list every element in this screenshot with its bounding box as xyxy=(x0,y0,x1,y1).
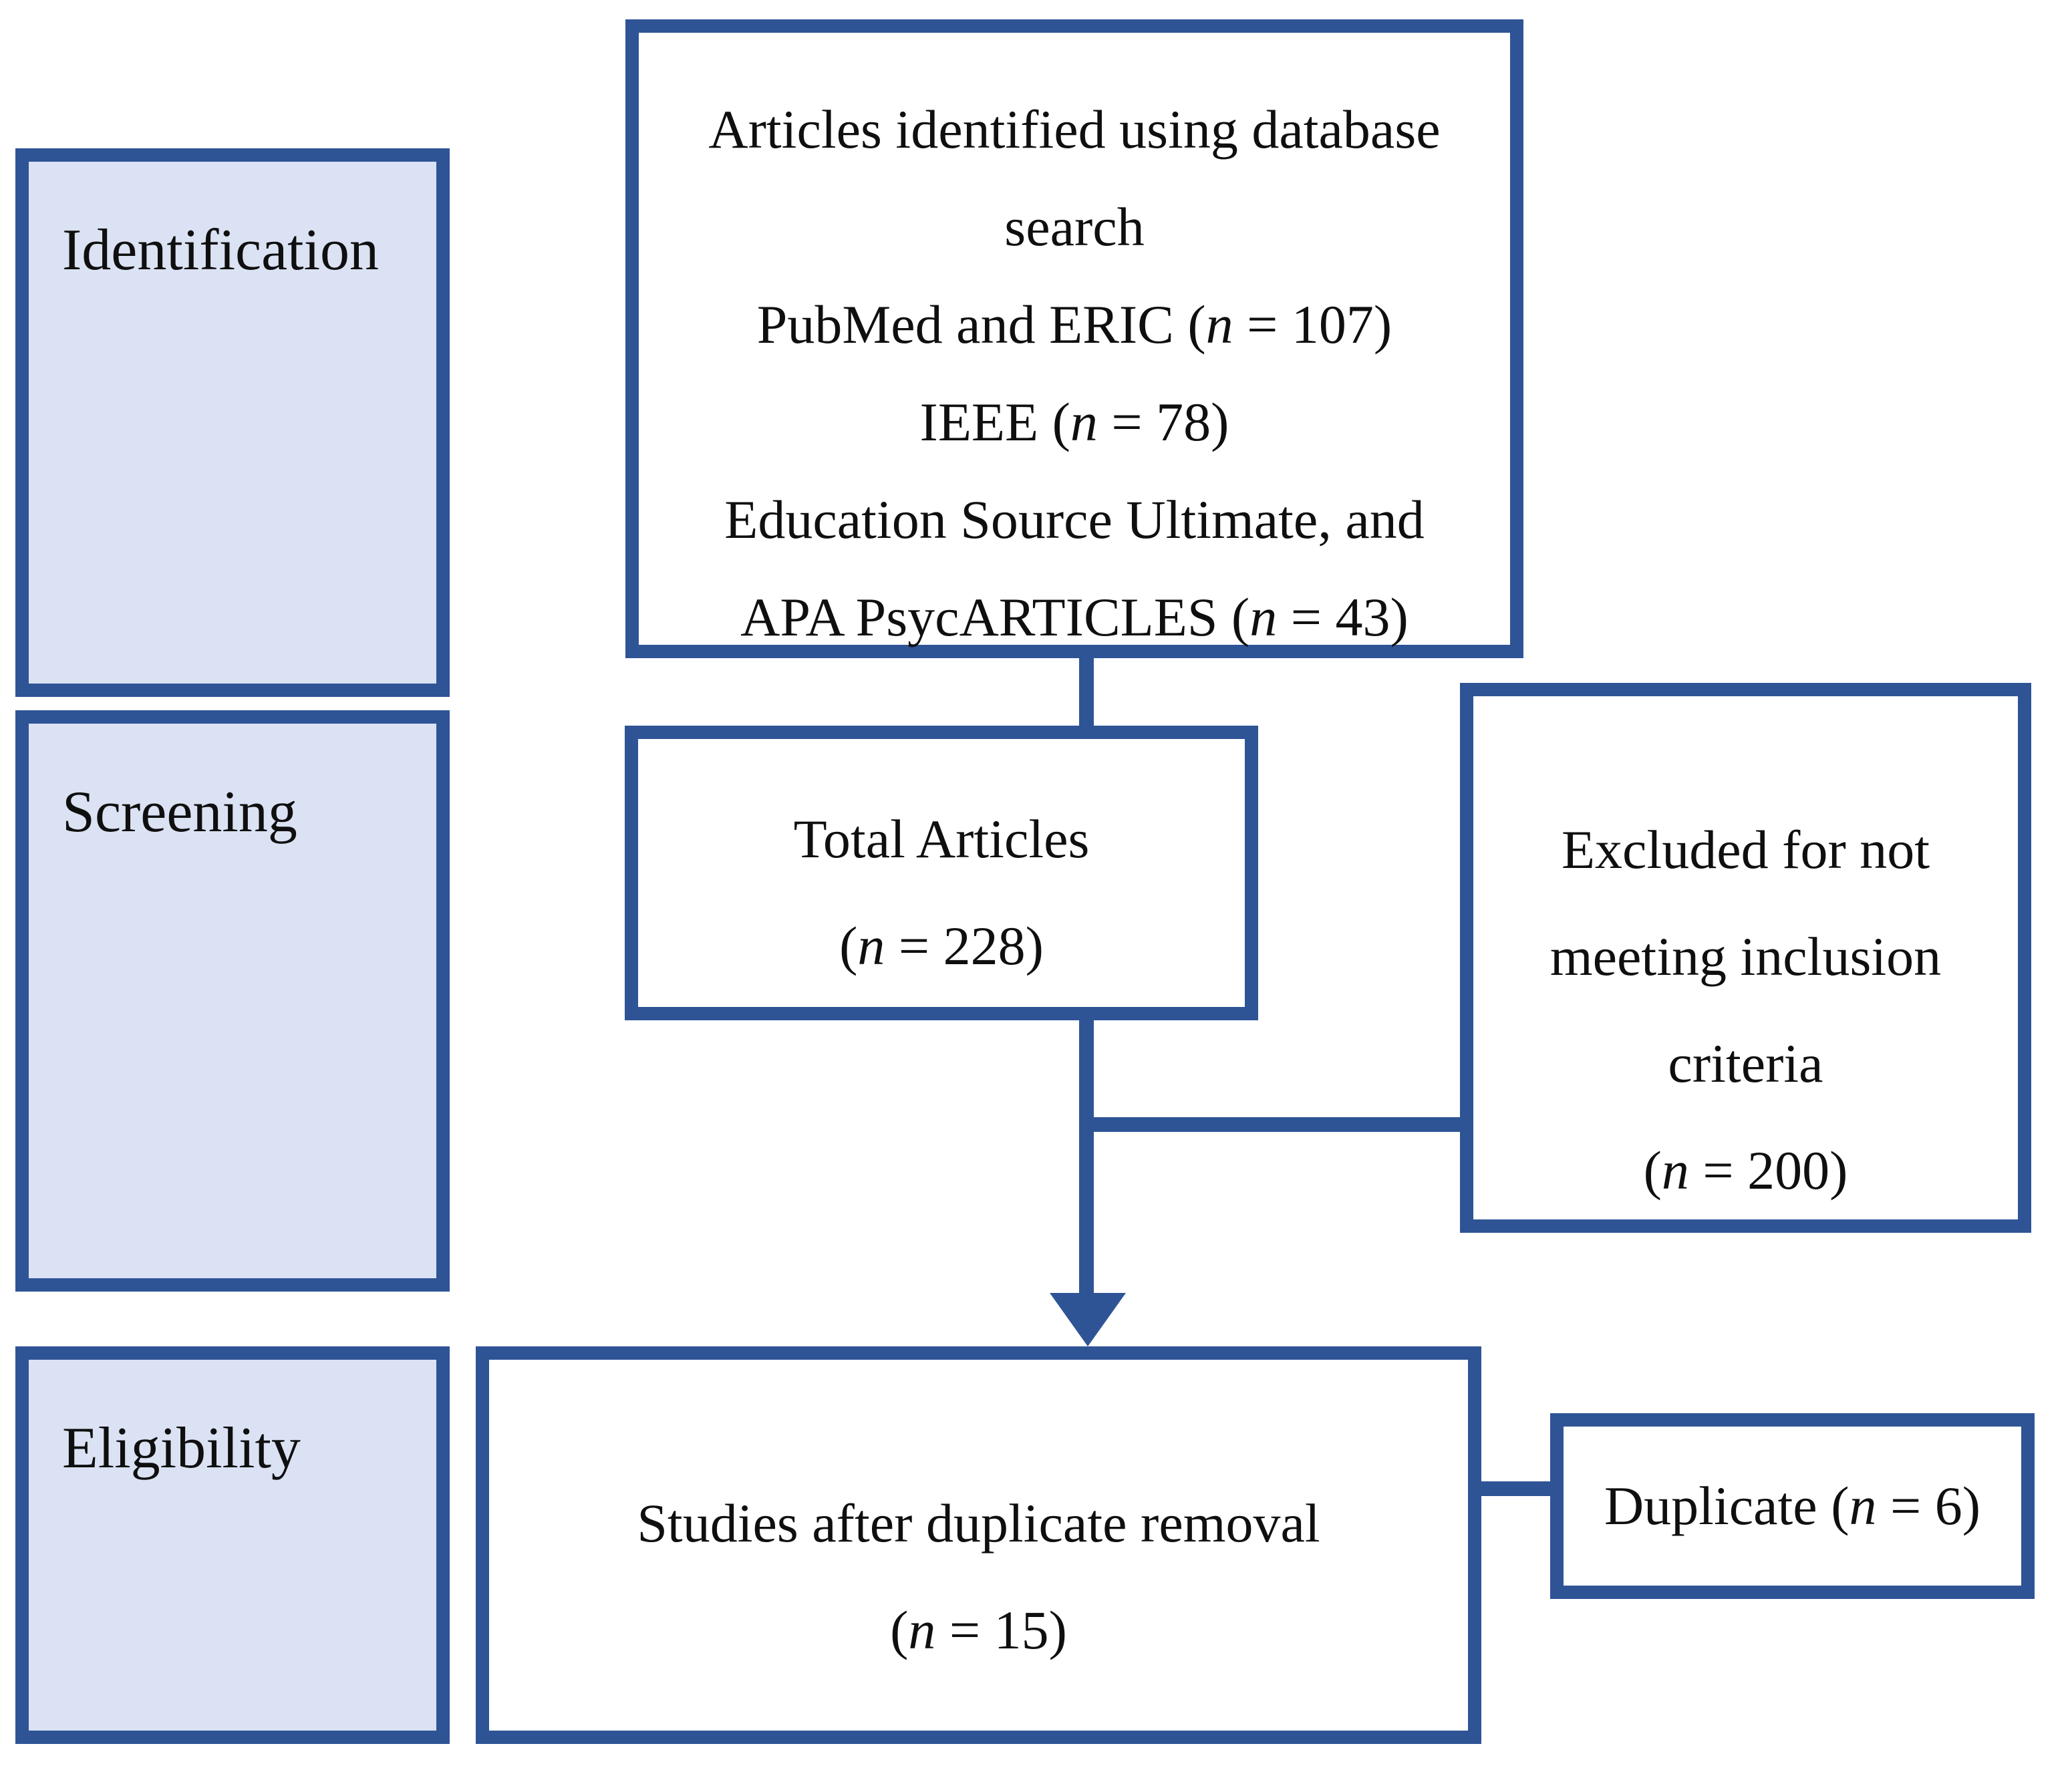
duplicate-line-1: Duplicate (n = 6) xyxy=(1604,1475,1981,1536)
excluded-line-4: (n = 200) xyxy=(1643,1140,1848,1201)
articles-identified-line-6: APA PsycARTICLES (n = 43) xyxy=(740,587,1409,647)
connector-studies-to-duplicate xyxy=(1477,1481,1554,1496)
total-articles-line-1: Total Articles xyxy=(793,808,1090,869)
total-articles-line-2: (n = 228) xyxy=(839,915,1044,976)
stage-box-identification: Identification xyxy=(15,148,450,697)
duplicate-box: Duplicate (n = 6) xyxy=(1550,1413,2035,1599)
articles-identified-line-4: IEEE (n = 78) xyxy=(919,392,1229,452)
stage-label-screening: Screening xyxy=(62,780,297,845)
studies-line-2: (n = 15) xyxy=(890,1600,1067,1660)
studies-line-1: Studies after duplicate removal xyxy=(637,1493,1320,1554)
articles-identified-line-2: search xyxy=(1004,196,1145,257)
excluded-line-2: meeting inclusion xyxy=(1549,926,1942,987)
excluded-line-3: criteria xyxy=(1668,1033,1823,1094)
excluded-box: Excluded for not meeting inclusion crite… xyxy=(1460,683,2031,1233)
articles-identified-line-5: Education Source Ultimate, and xyxy=(724,489,1425,550)
arrow-down-icon xyxy=(1050,1293,1126,1346)
stage-box-eligibility: Eligibility xyxy=(15,1346,450,1744)
connector-branch-to-excluded xyxy=(1086,1117,1464,1132)
stage-label-eligibility: Eligibility xyxy=(62,1416,301,1481)
total-articles-box: Total Articles (n = 228) xyxy=(625,726,1258,1020)
stage-label-identification: Identification xyxy=(62,218,380,283)
stage-box-screening: Screening xyxy=(15,710,450,1292)
articles-identified-box: Articles identified using database searc… xyxy=(625,19,1523,658)
articles-identified-line-3: PubMed and ERIC (n = 107) xyxy=(756,294,1392,355)
connector-topbox-to-total xyxy=(1079,658,1094,728)
articles-identified-line-1: Articles identified using database xyxy=(708,99,1441,160)
studies-after-duplicate-removal-box: Studies after duplicate removal (n = 15) xyxy=(476,1346,1481,1744)
excluded-line-1: Excluded for not xyxy=(1561,819,1930,880)
connector-total-to-studies-trunk xyxy=(1079,1020,1094,1301)
